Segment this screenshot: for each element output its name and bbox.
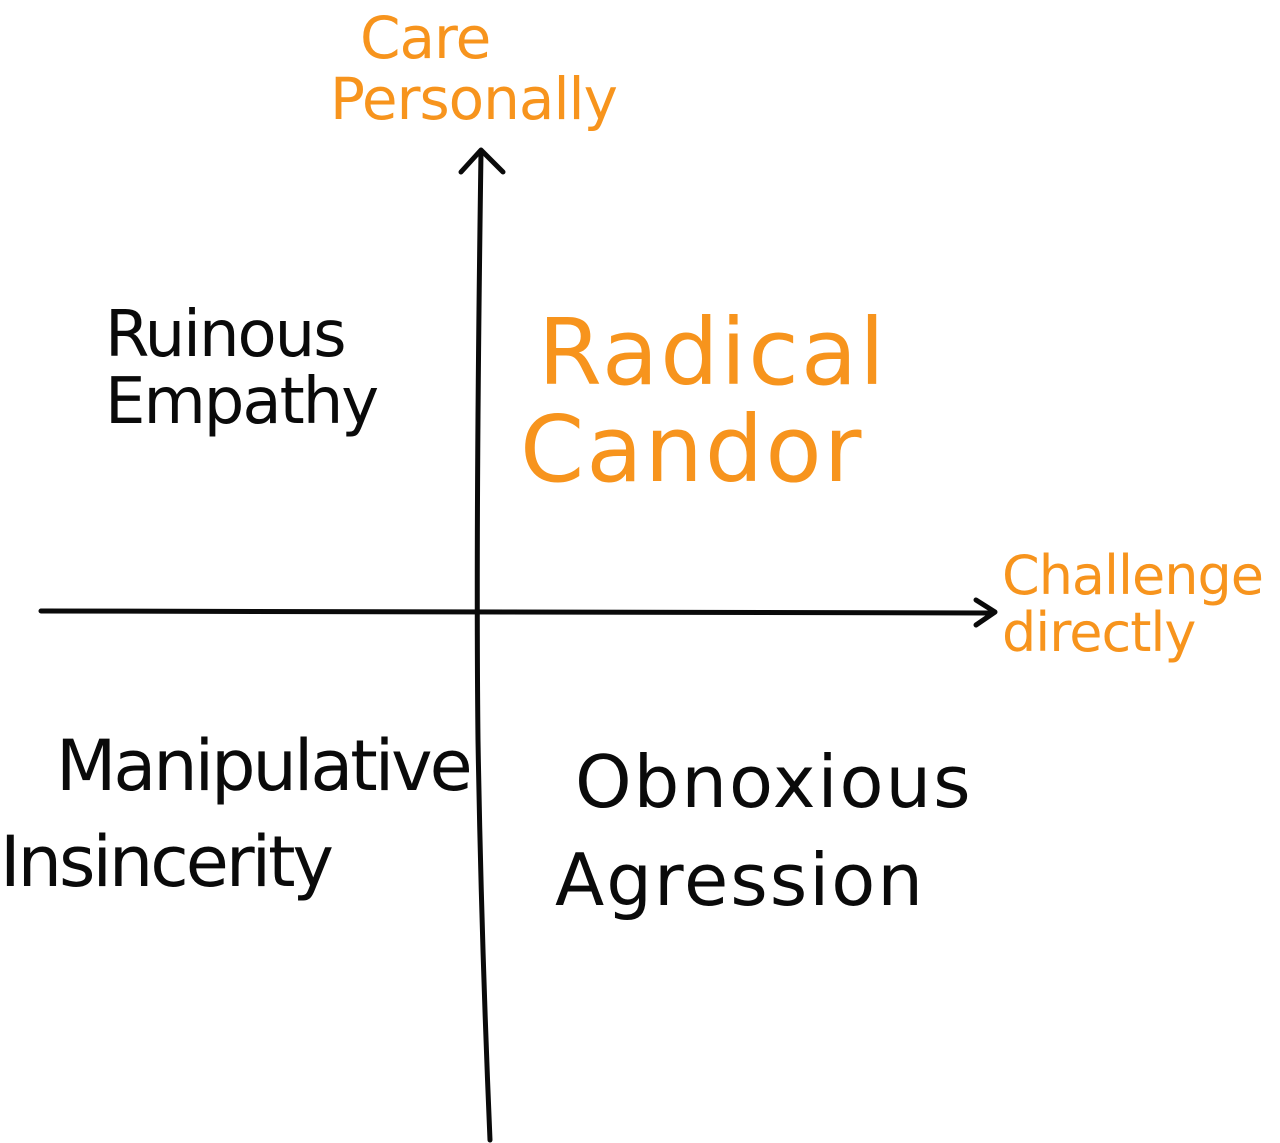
y-axis-title-line2: Personally [330,64,618,133]
horizontal-axis-arrowhead [973,597,998,628]
quadrant-bottom-left-line1: Manipulative [56,725,473,807]
quadrant-top-right-line2: Candor [520,395,864,503]
quadrant-bottom-left-line2: Insincerity [0,820,334,903]
quadrant-top-left-line1: Ruinous [105,298,347,372]
quadrant-bottom-right-line2: Agression [555,837,925,922]
y-axis-title-line1: Care [360,4,491,72]
quadrant-radical-candor: Radical Candor [520,299,887,503]
x-axis-title-line2: directly [1002,600,1196,664]
quadrant-manipulative-insincerity: Manipulative Insincerity [0,725,473,903]
quadrant-top-right-line1: Radical [538,299,887,406]
vertical-axis-arrowhead [458,147,506,175]
quadrant-ruinous-empathy: Ruinous Empathy [105,298,379,440]
quadrant-bottom-right-line1: Obnoxious [575,740,973,824]
x-axis-title: Challenge directly [1002,544,1264,664]
x-axis-title-line1: Challenge [1002,544,1264,607]
quadrant-top-left-line2: Empathy [105,365,379,440]
quadrant-obnoxious-agression: Obnoxious Agression [555,740,973,922]
y-axis-title: Care Personally [330,4,618,133]
horizontal-axis-line [38,608,993,616]
vertical-axis-line [474,149,493,1143]
